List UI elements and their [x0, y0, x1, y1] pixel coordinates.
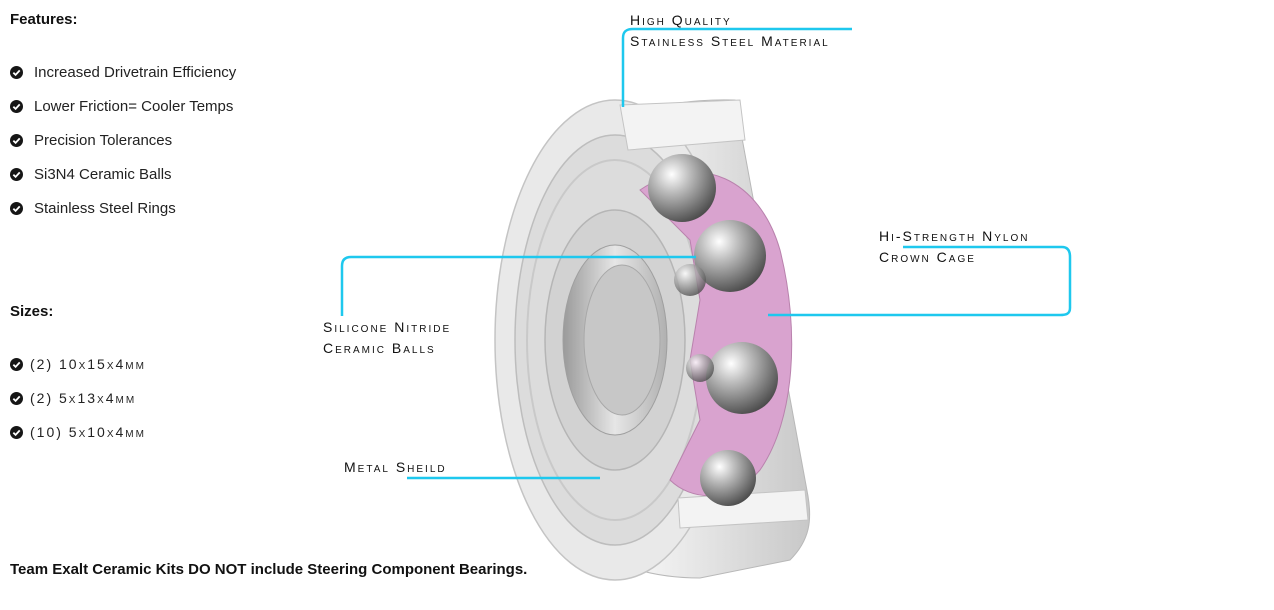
callout-cage-line2: Crown Cage: [879, 249, 976, 265]
features-heading: Features:: [10, 11, 78, 28]
ceramic-ball: [694, 220, 766, 292]
callout-shield: Metal Sheild: [344, 457, 447, 478]
callout-shield-line1: Metal Sheild: [344, 459, 447, 475]
list-item: Precision Tolerances: [10, 123, 236, 157]
feature-label: Precision Tolerances: [34, 131, 173, 149]
check-circle-icon: [10, 133, 23, 147]
list-item: (2) 5x13x4mm: [10, 381, 146, 415]
check-circle-icon: [10, 391, 23, 405]
sizes-list: (2) 10x15x4mm (2) 5x13x4mm (10) 5x10x4mm: [10, 347, 146, 449]
callout-balls: Silicone Nitride Ceramic Balls: [323, 317, 451, 359]
section-top: [619, 99, 746, 151]
sizes-heading: Sizes:: [10, 303, 54, 320]
size-label: (2) 5x13x4mm: [30, 390, 137, 406]
callout-material: High Quality Stainless Steel Material: [630, 10, 830, 52]
feature-label: Increased Drivetrain Efficiency: [34, 63, 237, 81]
size-label: (2) 10x15x4mm: [30, 356, 146, 372]
feature-label: Stainless Steel Rings: [34, 199, 176, 217]
ceramic-ball: [674, 264, 706, 296]
list-item: Stainless Steel Rings: [10, 191, 236, 225]
callout-balls-line2: Ceramic Balls: [323, 340, 436, 356]
ceramic-ball: [686, 354, 714, 382]
callout-balls-line1: Silicone Nitride: [323, 319, 452, 335]
callout-cage: Hi-Strength Nylon Crown Cage: [879, 226, 1029, 268]
bearing-illustration: [340, 27, 1072, 581]
list-item: Increased Drivetrain Efficiency: [10, 55, 236, 89]
check-circle-icon: [10, 65, 23, 79]
check-circle-icon: [10, 425, 23, 439]
ceramic-ball: [700, 450, 756, 506]
check-circle-icon: [10, 99, 23, 113]
check-circle-icon: [10, 201, 23, 215]
check-circle-icon: [10, 167, 23, 181]
callout-line-balls: [340, 255, 696, 316]
feature-label: Si3N4 Ceramic Balls: [34, 165, 172, 183]
ceramic-ball: [706, 342, 778, 414]
list-item: Si3N4 Ceramic Balls: [10, 157, 236, 191]
list-item: Lower Friction= Cooler Temps: [10, 89, 236, 123]
size-label: (10) 5x10x4mm: [30, 424, 146, 440]
check-circle-icon: [10, 357, 23, 371]
list-item: (2) 10x15x4mm: [10, 347, 146, 381]
features-list: Increased Drivetrain Efficiency Lower Fr…: [10, 55, 236, 225]
callout-material-line2: Stainless Steel Material: [630, 33, 830, 49]
callout-cage-line1: Hi-Strength Nylon: [879, 228, 1030, 244]
callout-material-line1: High Quality: [630, 12, 732, 28]
feature-label: Lower Friction= Cooler Temps: [34, 97, 234, 115]
ceramic-ball: [648, 154, 716, 222]
callout-line-cage: [768, 245, 1072, 317]
callout-line-material: [621, 27, 852, 107]
footer-note: Team Exalt Ceramic Kits DO NOT include S…: [10, 561, 528, 578]
bore-inner: [583, 264, 661, 416]
list-item: (10) 5x10x4mm: [10, 415, 146, 449]
